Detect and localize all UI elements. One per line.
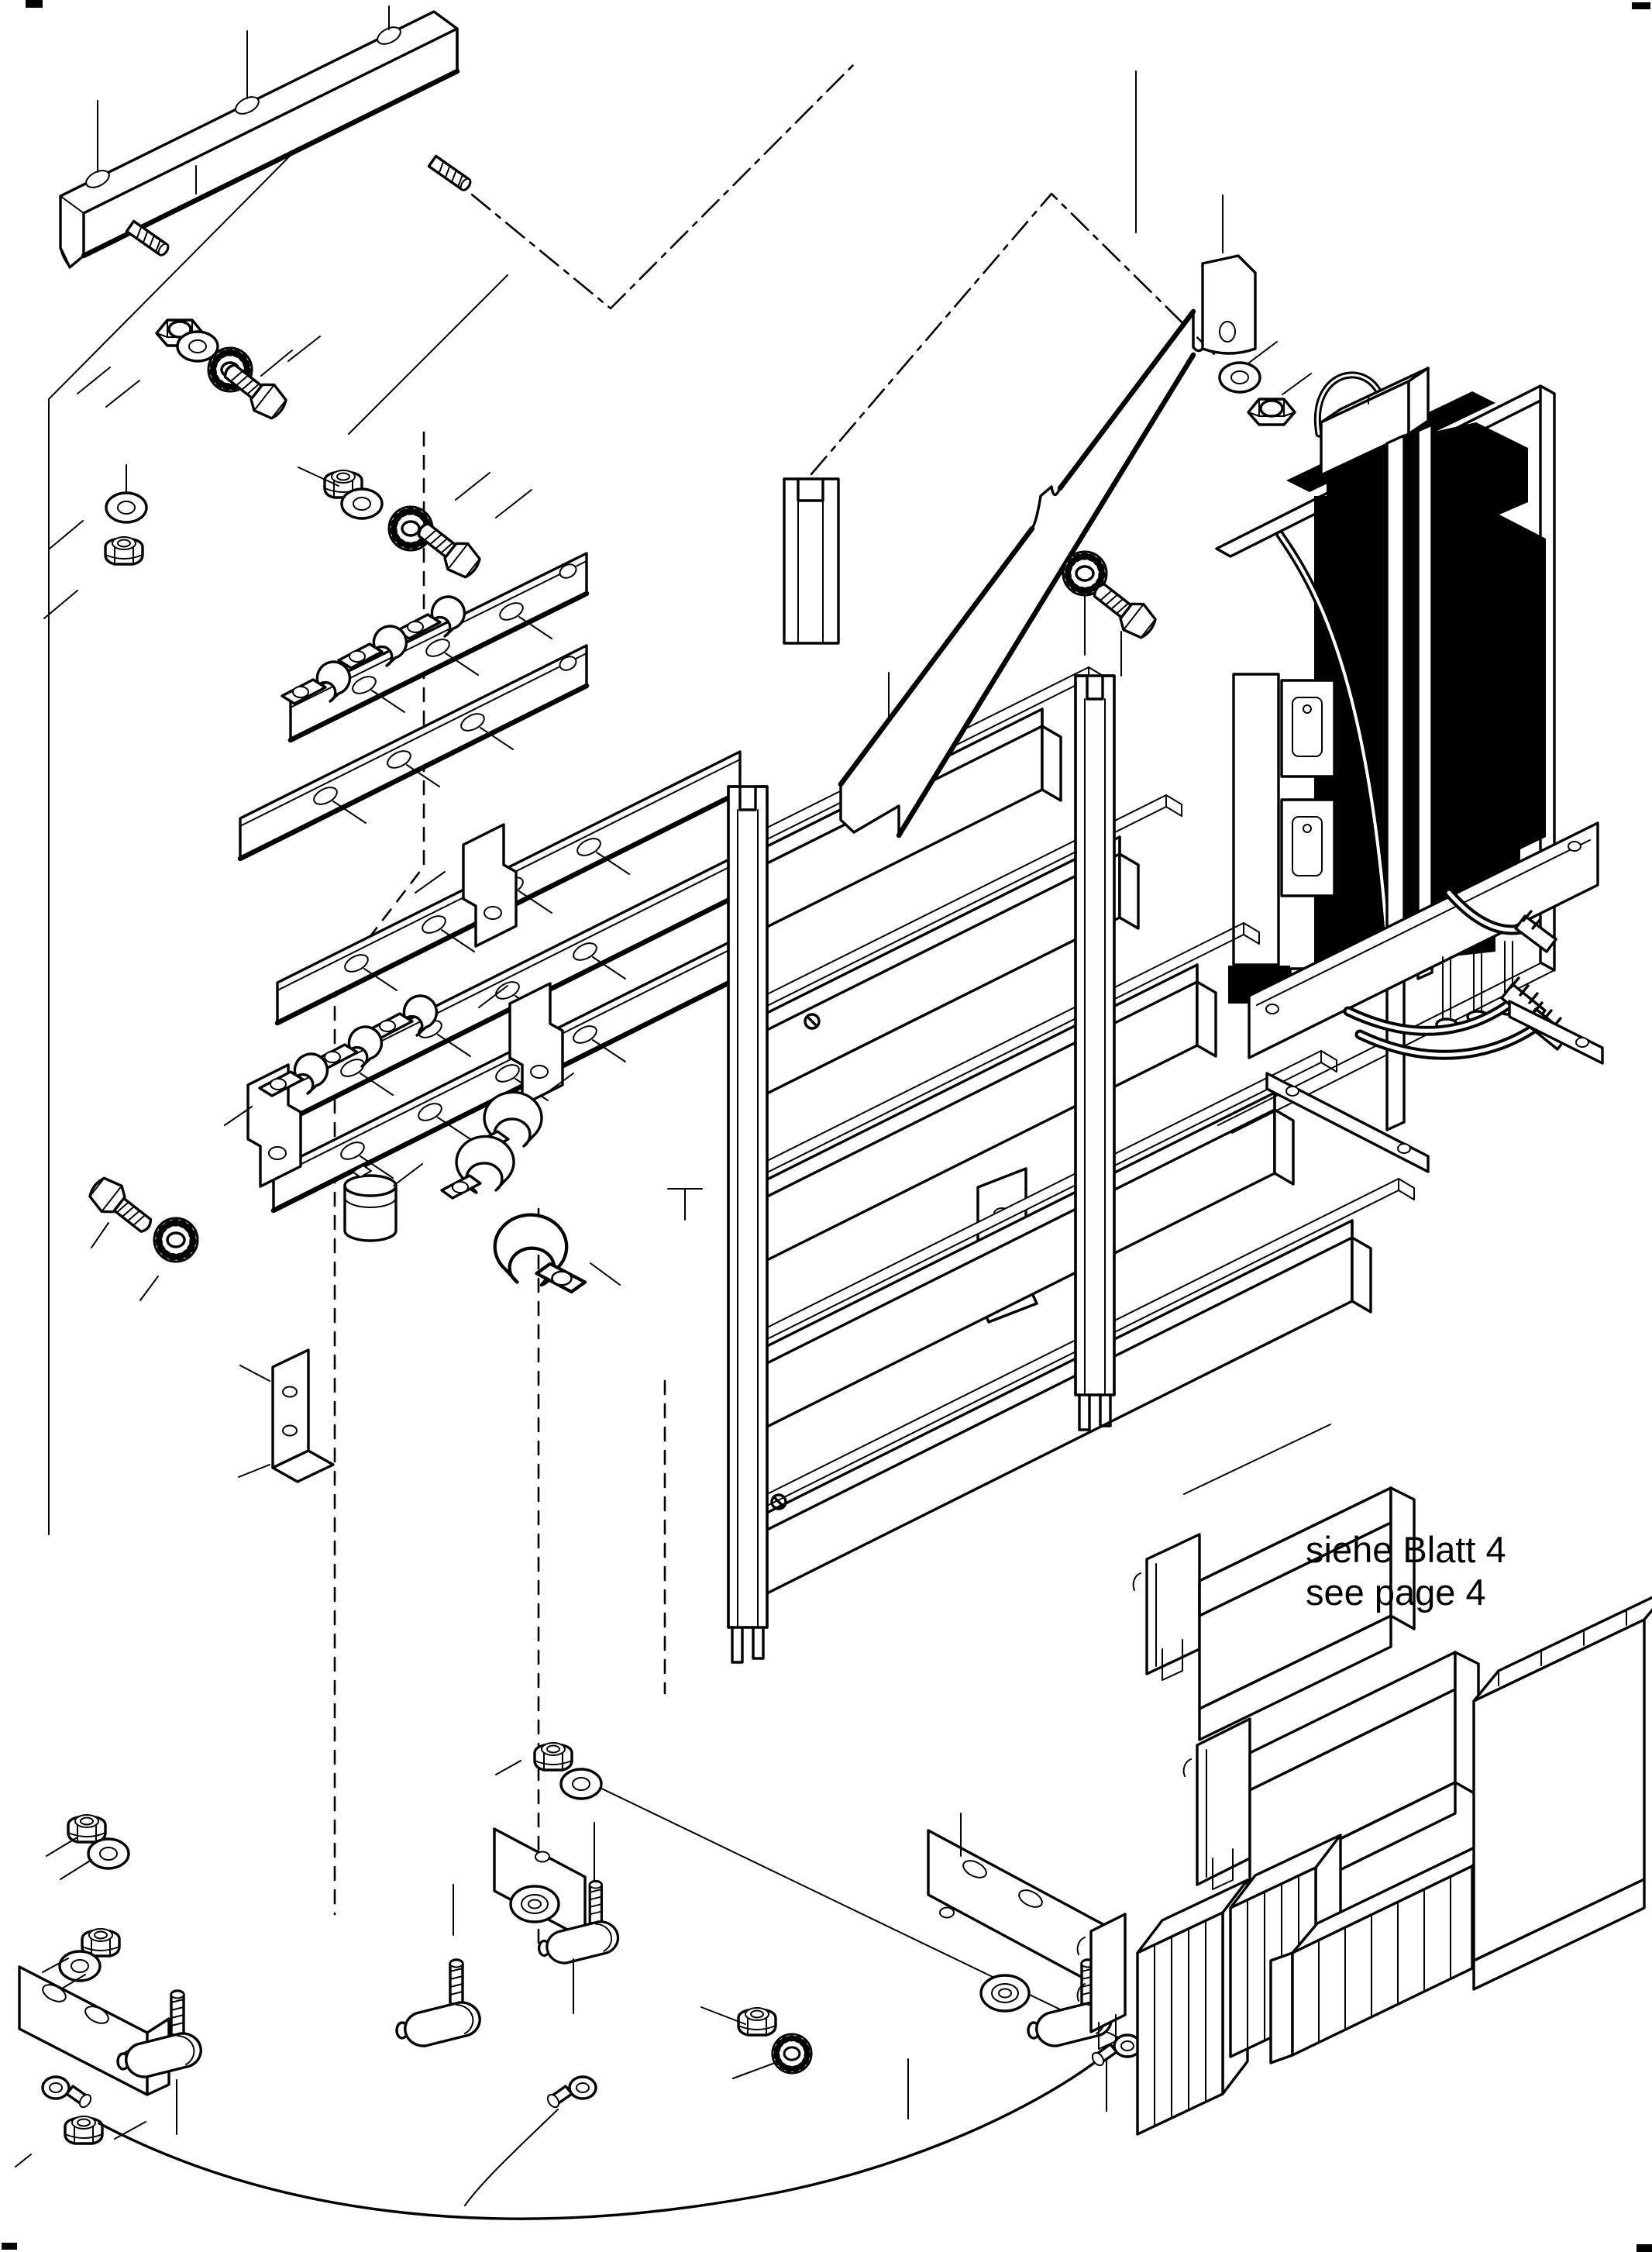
serrated-washer xyxy=(154,1218,198,1262)
transformer-core xyxy=(1327,422,1546,970)
flat-bar-2 xyxy=(237,644,590,862)
base-feet xyxy=(1265,1000,1604,1173)
washer xyxy=(58,1950,102,1982)
cable-clamp-large xyxy=(440,1135,515,1200)
bottom-left-ground-assembly xyxy=(15,1813,1188,2220)
hex-bolt xyxy=(83,1171,160,1242)
electrical-unit xyxy=(1215,367,1604,1173)
washer xyxy=(1218,361,1261,394)
panel-top-stud-channel xyxy=(783,477,840,645)
hex-bolt xyxy=(409,513,487,584)
washer xyxy=(105,491,148,524)
flat-bar-1 xyxy=(287,552,590,743)
bottom-center-terminal-assembly xyxy=(493,1741,618,2014)
terminal-row xyxy=(1269,1835,1499,2064)
lock-nut xyxy=(104,535,144,566)
cable-clamp-large xyxy=(495,1215,585,1292)
lock-nut xyxy=(533,1741,573,1772)
fastener-pair-left xyxy=(83,1171,198,1301)
fuse-holder xyxy=(1280,679,1336,778)
hex-nut xyxy=(1247,398,1296,426)
rail-stud xyxy=(427,154,473,193)
top-terminal-box xyxy=(1320,367,1430,477)
panel-upright-left xyxy=(727,785,769,1664)
top-right-bracket-assembly xyxy=(838,71,1312,838)
terminal-strip xyxy=(1182,1651,1480,1916)
ground-wire xyxy=(98,2061,1096,2220)
lock-nut xyxy=(67,1813,107,1844)
panel-rail xyxy=(764,794,1182,1096)
terminal-block-group: siehe Blatt 4 see page 4 xyxy=(1076,1486,1652,2136)
fastener-set-middle xyxy=(298,467,532,584)
angle-bracket-two-hole xyxy=(238,1348,335,1483)
rail-screw xyxy=(770,1493,787,1510)
ring-terminal xyxy=(544,2075,597,2111)
washer xyxy=(87,1837,130,1870)
terminal-stud-block xyxy=(397,1960,480,2046)
terminal-strip-hatched xyxy=(1232,673,1280,966)
fastener-set-upper xyxy=(77,319,321,425)
hex-bolt xyxy=(1085,573,1162,645)
terminal-block-large xyxy=(1472,1596,1652,1991)
flanged-washer xyxy=(979,1974,1031,2013)
terminal-strip xyxy=(1132,1486,1416,1741)
note-line-1: siehe Blatt 4 xyxy=(1306,1529,1506,1570)
z-bracket xyxy=(508,982,564,1107)
washer xyxy=(559,1768,603,1800)
lock-nut xyxy=(64,2115,104,2145)
top-left-rail-assembly xyxy=(43,5,532,619)
fuse-holder xyxy=(1280,798,1336,897)
note-line-2: see page 4 xyxy=(1306,1572,1486,1613)
rail-screw xyxy=(804,1013,821,1030)
cylinder-clamp xyxy=(343,1165,398,1242)
z-bracket xyxy=(462,823,518,948)
serrated-washer xyxy=(773,2034,811,2073)
ring-terminal xyxy=(41,2075,95,2111)
slat-panel xyxy=(727,477,1415,1664)
lock-nut xyxy=(737,2006,777,2037)
panel-upright-right xyxy=(1074,674,1116,1431)
mounting-rail xyxy=(59,10,473,269)
flanged-washer xyxy=(509,1885,560,1923)
ground-wire-tail xyxy=(464,2109,559,2206)
washer xyxy=(340,487,384,520)
bent-bracket xyxy=(838,254,1257,838)
mounting-plate xyxy=(1248,821,1599,1059)
